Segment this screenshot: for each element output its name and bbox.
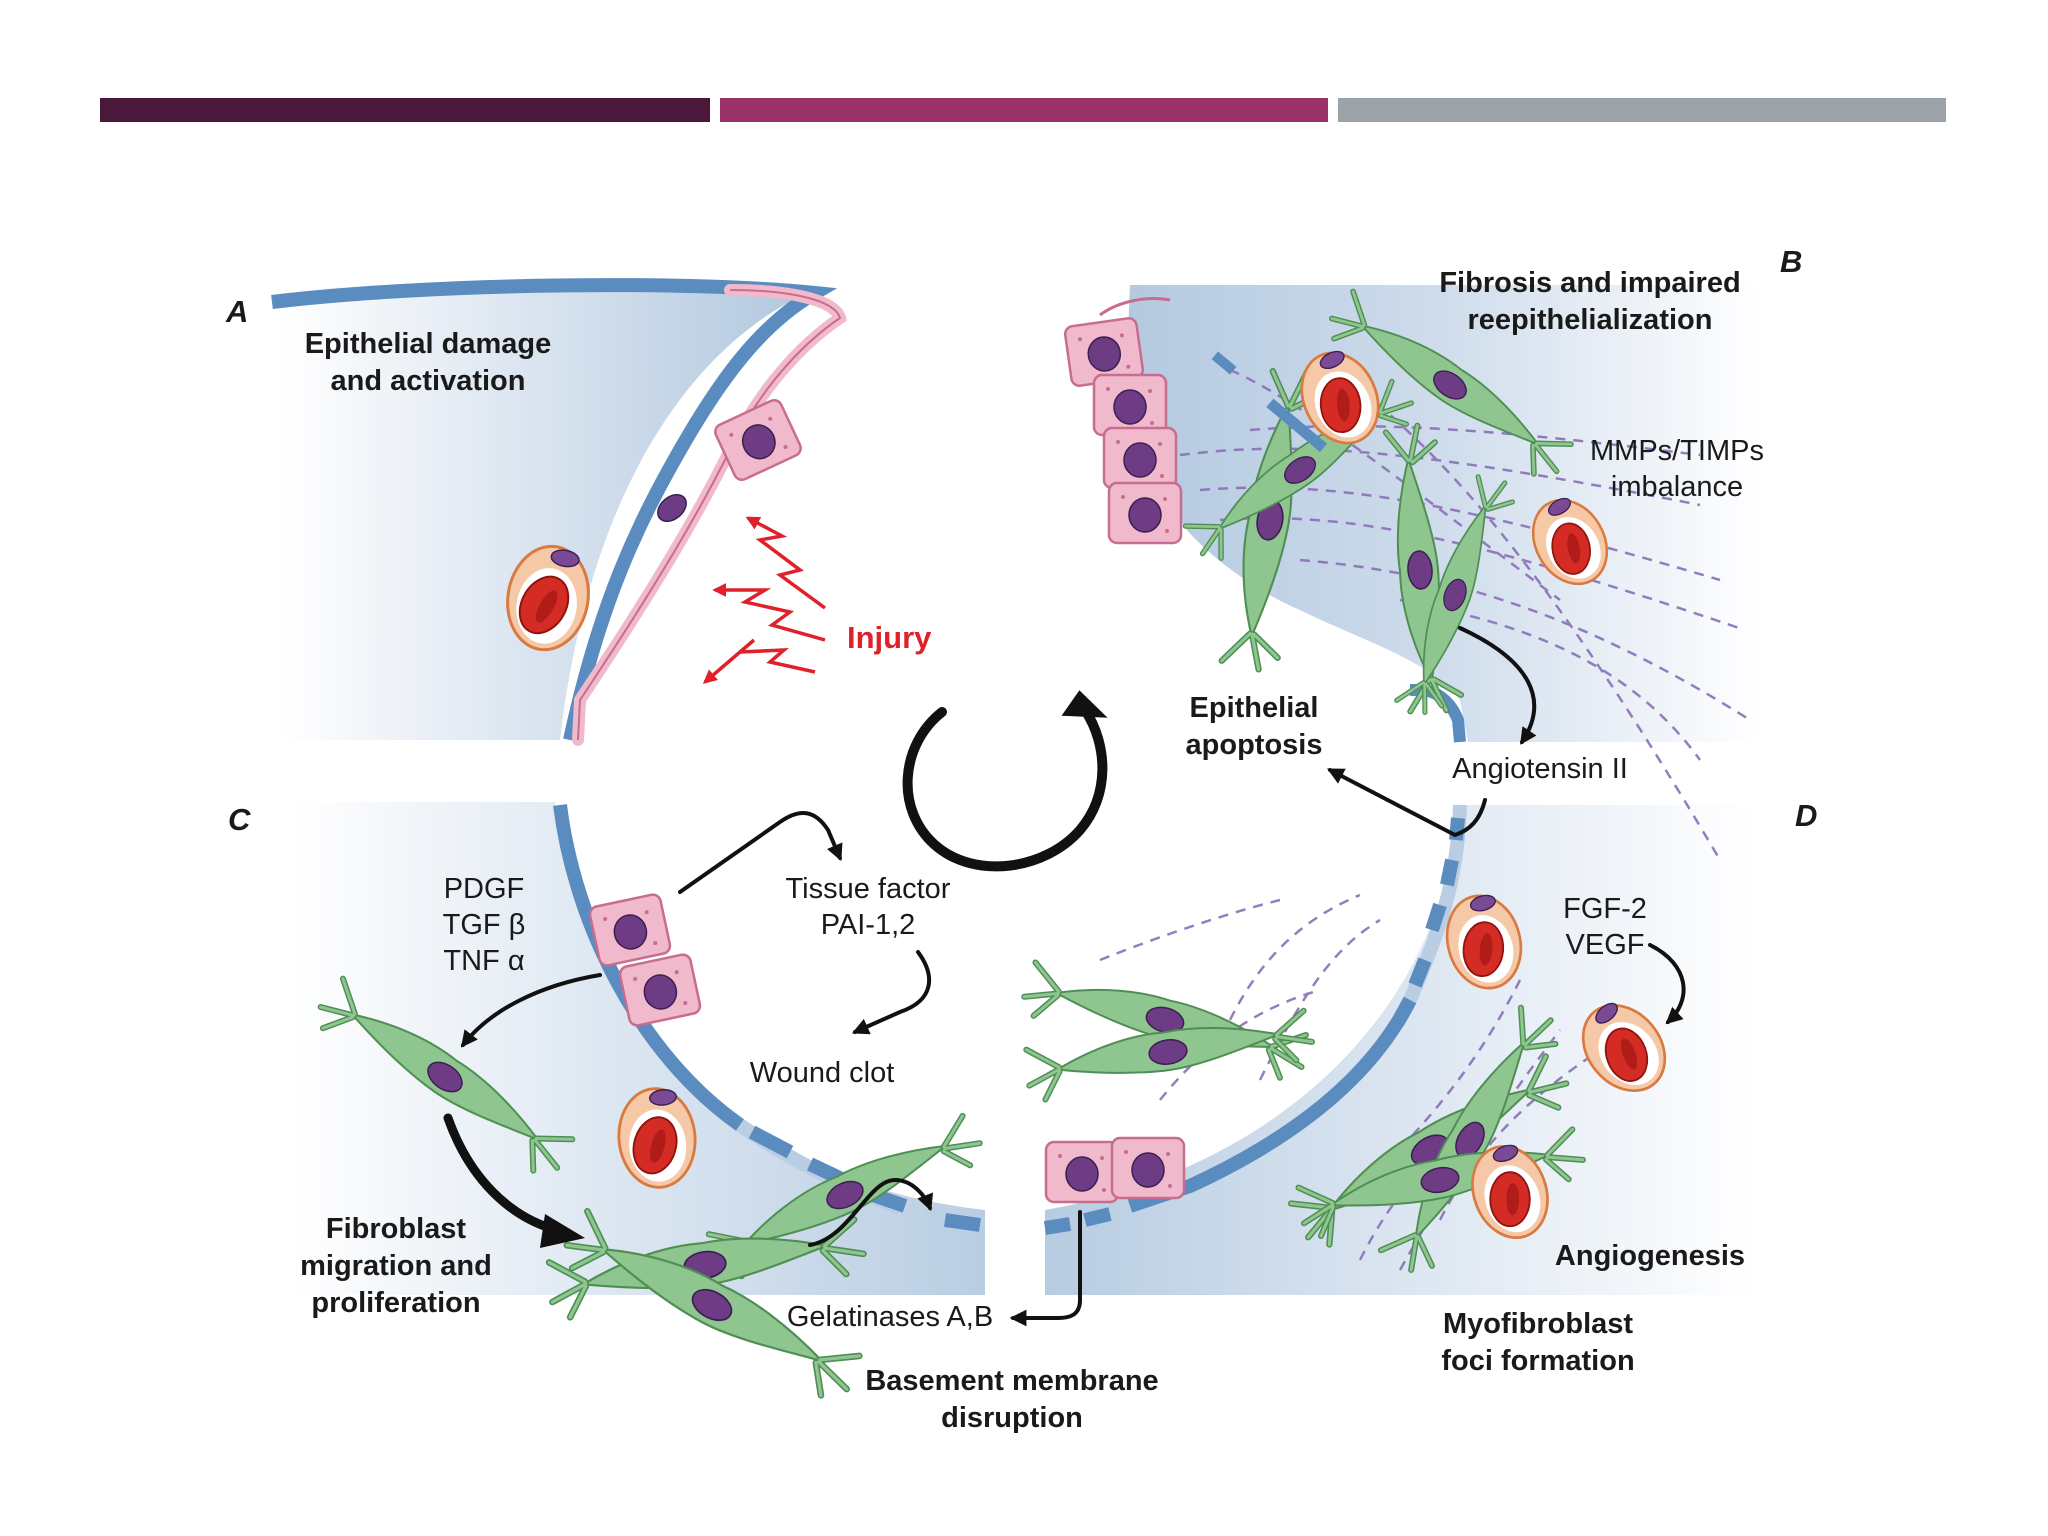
fgf-label: FGF-2 [1563, 893, 1647, 925]
panel-b-title-line1: Fibrosis and impaired [1439, 267, 1740, 299]
panel-b-title-line2: reepithelialization [1468, 304, 1713, 336]
factor-tnf: TNF α [443, 945, 524, 977]
arrow-to-fibroblast [460, 973, 602, 1048]
epithelial-cell-a [657, 396, 805, 523]
fibroblast-label-line2: migration and [300, 1250, 492, 1282]
panel-b-letter: B [1780, 244, 1802, 279]
mmp-label-line1: MMPs/TIMPs [1590, 435, 1764, 467]
factor-tgf: TGF β [443, 909, 526, 941]
arrow-to-tissue-factor [678, 811, 843, 894]
basement-membrane-d [1043, 804, 1467, 1235]
panel-b-background [1120, 285, 1760, 742]
arrow-to-angiotensin [1458, 626, 1537, 745]
wound-clot-label: Wound clot [750, 1057, 895, 1089]
basement-membrane-label-line2: disruption [941, 1402, 1083, 1434]
tissue-factor-label: Tissue factor [786, 873, 951, 905]
accent-bar-left [100, 98, 710, 122]
accent-bar-middle [720, 98, 1328, 122]
injury-arrow-icon [702, 516, 827, 684]
cycle-arrow-icon [902, 690, 1108, 872]
myofibroblast-label-line2: foci formation [1441, 1345, 1634, 1377]
mmp-label-line2: imbalance [1611, 471, 1743, 503]
fibroblast-label-line1: Fibroblast [326, 1213, 467, 1245]
angiogenesis-label: Angiogenesis [1555, 1240, 1745, 1272]
epithelial-cell-d [1044, 1136, 1186, 1204]
arrow-migration [443, 1113, 555, 1233]
membrane-fragments-b [1211, 351, 1328, 453]
myofibroblast-label-line1: Myofibroblast [1443, 1308, 1633, 1340]
apoptosis-label-line1: Epithelial [1190, 692, 1319, 724]
panel-d-letter: D [1795, 798, 1817, 833]
panel-a-title-line1: Epithelial damage [305, 328, 552, 360]
panel-a-title-line2: and activation [331, 365, 526, 397]
injury-label: Injury [847, 620, 932, 655]
arrow-to-gelatinases [1009, 1210, 1082, 1327]
factor-pdgf: PDGF [444, 873, 525, 905]
gelatinases-label: Gelatinases A,B [787, 1301, 993, 1333]
arrow-membrane-break [808, 1177, 934, 1247]
accent-bar-right [1338, 98, 1946, 122]
basement-membrane-c [553, 804, 981, 1232]
arrow-to-apoptosis [1327, 768, 1487, 838]
arrow-migration-head [540, 1214, 585, 1248]
panel-c-letter: C [228, 802, 251, 837]
basement-membrane-label-line1: Basement membrane [865, 1365, 1158, 1397]
panel-a-letter: A [225, 294, 248, 329]
vegf-label: VEGF [1566, 929, 1645, 961]
pai-label: PAI-1,2 [821, 909, 916, 941]
epithelial-cell-column-b [1062, 297, 1183, 545]
arrow-to-vessels [1648, 943, 1686, 1025]
panel-a-background [280, 283, 810, 740]
fibroblast-label-line3: proliferation [311, 1287, 480, 1319]
angiotensin-label: Angiotensin II [1452, 753, 1628, 785]
apoptosis-label-line2: apoptosis [1186, 729, 1323, 761]
arrow-to-wound-clot [851, 950, 932, 1035]
